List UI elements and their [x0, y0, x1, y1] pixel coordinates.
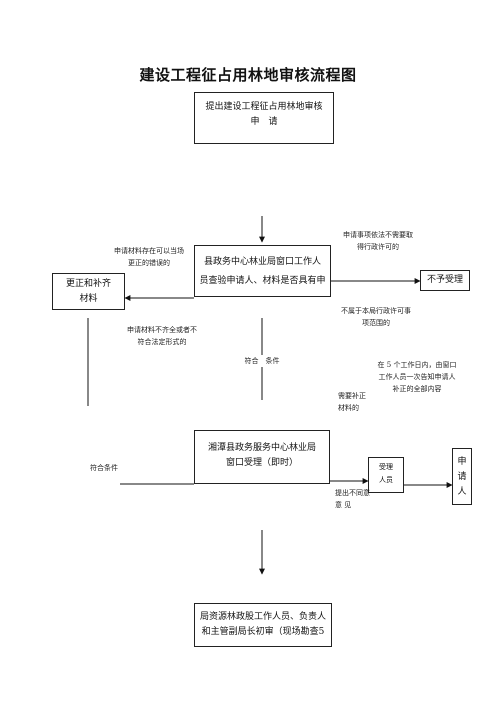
acceptor-box: 受理 人员	[368, 457, 404, 493]
note-disagree-line1: 提出不同意	[335, 489, 370, 497]
note-incomplete-line2: 符合法定形式的	[137, 338, 187, 346]
note-material-error: 申请材料存在可以当场 更正的错误的	[104, 245, 194, 269]
applicant-char1: 申	[457, 457, 467, 467]
note-not-scope-line1: 不属于本局行政许可事	[341, 307, 411, 315]
note-need-supplement: 需要补正 材料的	[338, 390, 383, 414]
note-disagree: 提出不同意 意 见	[335, 487, 379, 511]
review-line1: 县政务中心林业局窗口工作人	[203, 257, 321, 267]
note-incomplete-line1: 申请材料不齐全或者不	[127, 326, 197, 334]
reject-text: 不予受理	[426, 275, 463, 285]
note-not-scope-line2: 项范围的	[362, 319, 390, 327]
first-review-line1: 局资源林政股工作人员、负责人	[199, 612, 326, 622]
apply-box: 提出建设工程征占用林地审核 申 请	[194, 92, 334, 144]
acceptor-line2: 人员	[379, 476, 393, 484]
note-no-permit-line1: 申请事项依法不需要取	[343, 231, 413, 239]
first-review-box: 局资源林政股工作人员、负责人 和主管副局长初审（现场勘查5	[194, 603, 332, 647]
accept-line1: 湘潭县政务服务中心林业局	[207, 443, 316, 453]
reject-box: 不予受理	[420, 270, 470, 291]
note-disagree-line2: 意 见	[335, 501, 352, 509]
note-need-supplement-line1: 需要补正	[338, 392, 366, 400]
note-meets-conditions-2: 符合条件	[90, 464, 118, 472]
first-review-line2: 和主管副局长初审（现场勘查5	[201, 627, 325, 637]
page-title: 建设工程征占用林地审核流程图	[139, 66, 357, 84]
note-need-supplement-line2: 材料的	[338, 404, 359, 412]
note-five-days-line2: 工作人员一次告知申请人	[378, 373, 456, 381]
review-line2: 员查验申请人、材料是否具有申	[199, 276, 326, 286]
note-no-permit: 申请事项依法不需要取 得行政许可的	[338, 229, 418, 253]
note-five-days-line1: 在 5 个工作日内，由窗口	[377, 361, 457, 369]
note-material-error-line2: 更正的错误的	[128, 259, 170, 267]
acceptor-line1: 受理	[379, 463, 393, 471]
correct-line1: 更正和补齐	[65, 279, 111, 289]
correct-line2: 材料	[79, 294, 98, 304]
review-window-box: 县政务中心林业局窗口工作人 员查验申请人、材料是否具有申	[194, 245, 331, 297]
note-meets-conditions: 符合 条件	[237, 355, 287, 367]
note-five-days-line3: 补正的全部内容	[392, 385, 442, 393]
note-incomplete: 申请材料不齐全或者不 符合法定形式的	[112, 324, 212, 348]
applicant-char2: 请	[457, 472, 467, 482]
note-material-error-line1: 申请材料存在可以当场	[114, 247, 184, 255]
note-no-permit-line2: 得行政许可的	[357, 243, 399, 251]
apply-line2: 申 请	[250, 117, 278, 127]
accept-window-box: 湘潭县政务服务中心林业局 窗口受理（即时）	[194, 430, 330, 484]
applicant-box: 申 请 人	[452, 448, 472, 505]
note-not-scope: 不属于本局行政许可事 项范围的	[331, 305, 421, 329]
apply-line1: 提出建设工程征占用林地审核	[205, 102, 323, 112]
applicant-char3: 人	[457, 487, 467, 497]
accept-line2: 窗口受理（即时）	[225, 458, 298, 468]
correct-materials-box: 更正和补齐 材料	[52, 273, 125, 310]
note-five-days: 在 5 个工作日内，由窗口 工作人员一次告知申请人 补正的全部内容	[369, 359, 465, 395]
